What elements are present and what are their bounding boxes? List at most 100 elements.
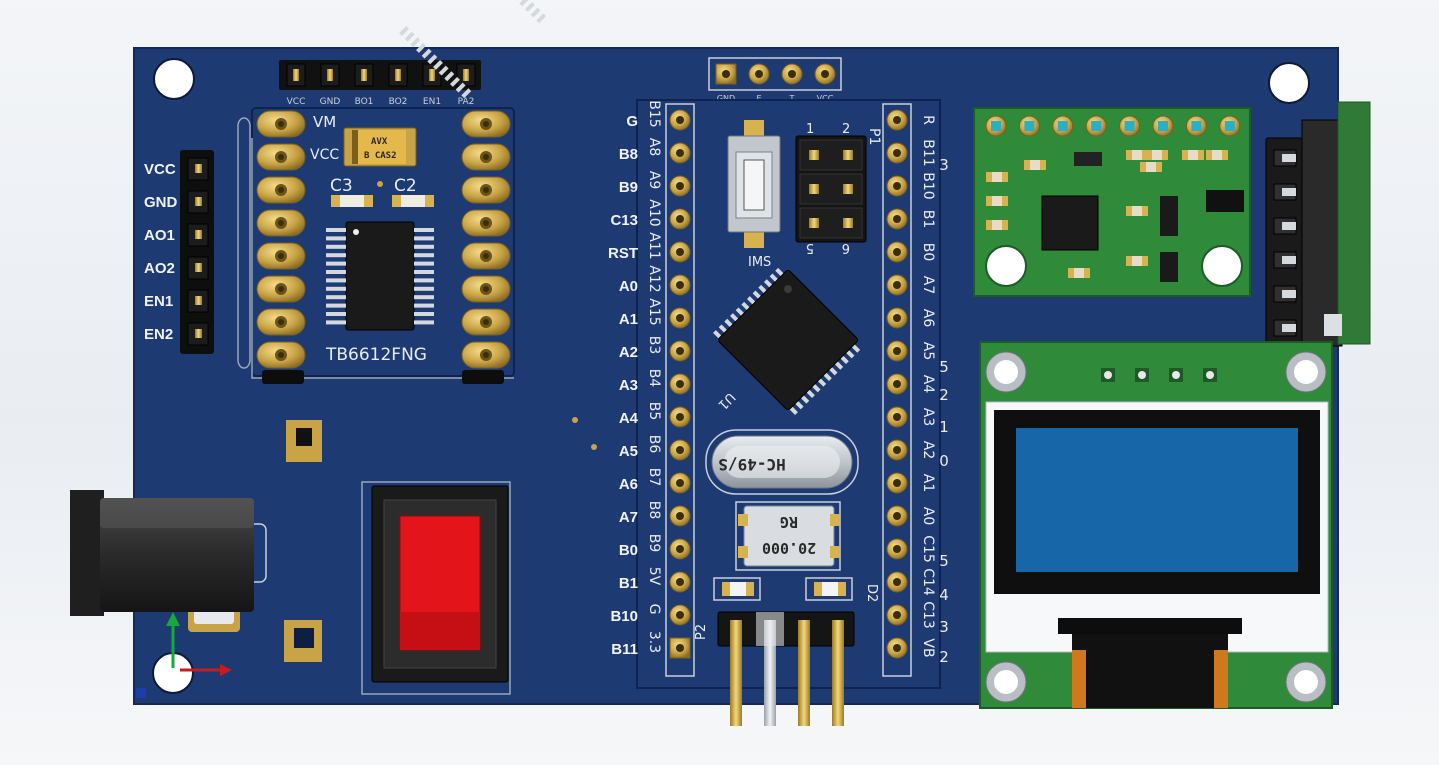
- swd-label: GND: [717, 94, 735, 103]
- top-header-label: GND: [320, 97, 341, 107]
- mcu-left-inner-label: B7: [646, 468, 662, 487]
- power-rocker-switch[interactable]: [361, 481, 511, 695]
- mcu-right-inner-label: A3: [920, 408, 936, 426]
- jumper-label-1: 1: [806, 122, 814, 137]
- mcu-left-outer-label: RST: [608, 245, 638, 262]
- crystal-small-rg: RG: [780, 513, 798, 531]
- mcu-left-outer-label: C13: [610, 212, 638, 229]
- mcu-left-inner-label: A10: [646, 199, 662, 226]
- oled-display-module: [979, 341, 1333, 709]
- mcu-right-inner-label: B1: [920, 210, 936, 229]
- mcu-left-outer-label: B10: [610, 608, 638, 625]
- mcu-left-outer-label: A3: [619, 377, 638, 394]
- jumper-label-5: 5: [806, 240, 814, 255]
- oled-screen: [1016, 428, 1298, 572]
- right-edge-connector: [1265, 101, 1371, 347]
- mcu-left-inner-label: B9: [646, 534, 662, 553]
- mcu-right-inner-label: C15: [920, 535, 936, 563]
- right-edge-number: 3: [939, 618, 949, 636]
- mcu-right-inner-label: A6: [920, 309, 936, 328]
- small-smd-component-1: [286, 420, 322, 462]
- tb-cap-c3-label: C3: [330, 176, 353, 196]
- left-header-label: EN1: [144, 293, 173, 310]
- mcu-left-inner-label: B4: [646, 369, 662, 388]
- mcu-right-inner-label: C14: [920, 568, 936, 596]
- dc-power-jack[interactable]: [70, 490, 267, 632]
- mcu-left-outer-label: G: [626, 113, 638, 130]
- tb6612-chip: [345, 221, 415, 331]
- mcu-right-inner-label: A1: [920, 474, 936, 492]
- mcu-left-inner-label: A8: [646, 138, 662, 156]
- tantalum-text-1: AVX: [371, 137, 388, 147]
- mcu-right-inner-label: A2: [920, 441, 936, 459]
- mcu-left-inner-label: 5V: [646, 567, 662, 586]
- mcu-right-inner-label: B11: [920, 139, 936, 166]
- right-edge-number: 2: [939, 386, 949, 404]
- crystal-hc49s: [705, 429, 859, 495]
- top-pin-header: [279, 60, 481, 90]
- tantalum-capacitor: [343, 127, 417, 167]
- tantalum-text-2: B CAS2: [364, 151, 397, 161]
- top-header-label: EN1: [423, 97, 441, 107]
- mcu-right-inner-label: C13: [920, 601, 936, 629]
- tb-label-vm: VM: [313, 113, 336, 131]
- mcu-left-outer-label: B9: [619, 179, 638, 196]
- top-header-label: BO2: [389, 97, 408, 107]
- swd-label: T: [789, 94, 795, 103]
- mcu-left-inner-label: A9: [646, 171, 662, 189]
- mcu-left-inner-label: A15: [646, 298, 662, 325]
- right-edge-number: 2: [939, 648, 949, 666]
- top-header-label: PA2: [458, 97, 475, 107]
- swd-label: E: [756, 94, 761, 103]
- top-header-label: VCC: [287, 97, 306, 107]
- mcu-left-inner-label: B15: [646, 100, 662, 127]
- reset-button[interactable]: [727, 120, 781, 248]
- crystal-big-label: HC-49/S: [718, 455, 785, 474]
- top-header-labels: VCC GND BO1 BO2 EN1 PA2: [287, 97, 475, 107]
- mcu-left-outer-label: A1: [619, 311, 638, 328]
- mcu-right-inner-label: A4: [920, 375, 936, 394]
- mcu-right-inner-label: A5: [920, 342, 936, 360]
- ims-label: IMS: [748, 255, 771, 270]
- p2-label: P2: [694, 624, 709, 640]
- mcu-left-inner-label: G: [646, 604, 662, 615]
- jumper-label-6: 6: [842, 240, 850, 255]
- cap-c2: [392, 195, 434, 207]
- mounting-hole-top-left: [153, 58, 195, 100]
- mcu-right-inner-label: B10: [920, 172, 936, 199]
- led-d2: [805, 577, 853, 601]
- mcu-p1-label: P1: [866, 128, 882, 145]
- led-d1: [713, 577, 761, 601]
- mcu-left-outer-label: A5: [619, 443, 638, 460]
- swd-label: VCC: [817, 94, 834, 103]
- mcu-left-outer-label: A2: [619, 344, 638, 361]
- small-smd-component-2: [284, 620, 322, 662]
- bottom-pin-header: [717, 611, 855, 726]
- mcu-left-inner-label: A12: [646, 265, 662, 292]
- mcu-right-inner-label: A0: [920, 507, 936, 525]
- mounting-hole-top-right: [1268, 62, 1310, 104]
- right-edge-number: 5: [939, 358, 949, 376]
- boot-jumper-block[interactable]: [795, 135, 867, 243]
- right-edge-number: 3: [939, 156, 949, 174]
- tb-cap-c2-label: C2: [394, 176, 417, 196]
- left-header-label: VCC: [144, 161, 176, 178]
- swd-header-labels: GND E T VCC: [717, 94, 834, 103]
- mcu-left-inner-label: 3.3: [646, 631, 662, 653]
- jumper-label-2: 2: [842, 122, 850, 137]
- right-edge-number: 1: [939, 418, 949, 436]
- crystal-small-freq: 20.000: [762, 539, 816, 557]
- d2-label: D2: [864, 584, 879, 602]
- mcu-right-inner-label: B0: [920, 243, 936, 262]
- gyro-sensor-module: [973, 107, 1251, 297]
- mcu-left-inner-label: B6: [646, 435, 662, 454]
- tb-label-vcc: VCC: [310, 147, 339, 163]
- cap-c3: [331, 195, 373, 207]
- mcu-right-inner-label: R: [920, 115, 936, 125]
- mcu-right-inner-label: VB: [920, 638, 936, 657]
- mcu-left-outer-label: B0: [619, 542, 638, 559]
- top-header-label: BO1: [355, 97, 374, 107]
